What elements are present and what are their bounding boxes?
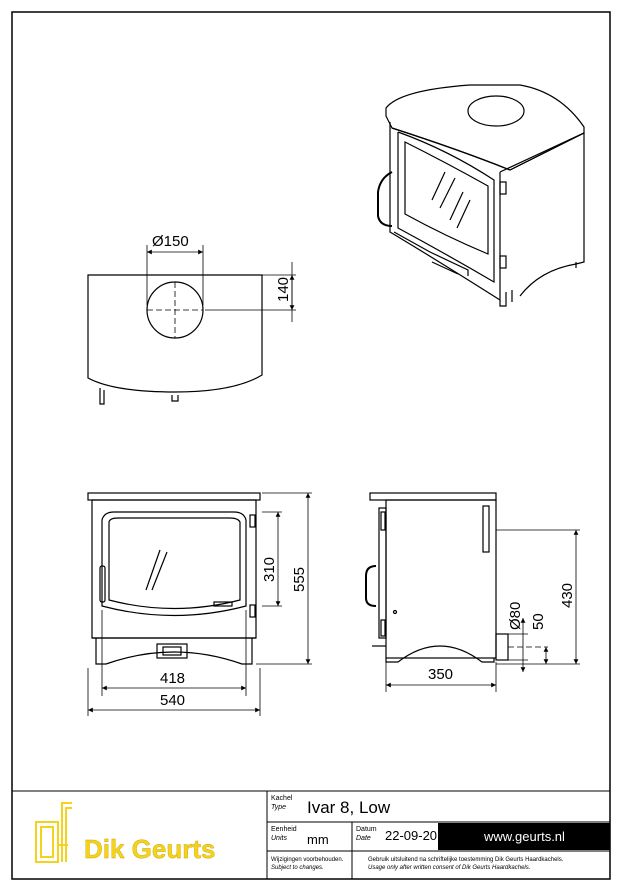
dim-door-height: 310: [261, 557, 278, 582]
brand-logo: [35, 802, 72, 863]
type-label-en: Type: [271, 804, 286, 811]
dim-door-width: 418: [160, 670, 185, 687]
drawing-frame: [11, 11, 611, 880]
units-label-en: Units: [271, 835, 287, 842]
front-view: [87, 492, 312, 716]
dim-overall-height: 555: [291, 567, 308, 592]
type-label-nl: Kachel: [271, 795, 293, 802]
changes-note-nl: Wijzigingen voorbehouden.: [271, 857, 344, 863]
type-value: Ivar 8, Low: [307, 798, 391, 817]
date-label-en: Date: [356, 835, 371, 842]
dim-rear-height: 430: [559, 583, 576, 608]
side-view: [365, 492, 580, 692]
dim-depth: 350: [428, 666, 453, 683]
dim-overall-width: 540: [160, 692, 185, 709]
isometric-view: [377, 84, 585, 307]
date-value: 22-09-20: [385, 828, 437, 843]
dim-flue-diameter: Ø150: [152, 233, 189, 250]
consent-note-nl: Gebruik uitsluitend na schriftelijke toe…: [368, 857, 564, 863]
changes-note-en: Subject to changes.: [271, 865, 324, 871]
dim-flue-offset: 140: [275, 277, 292, 302]
dim-rear-outlet-diameter: Ø80: [507, 602, 524, 630]
date-label-nl: Datum: [356, 826, 377, 833]
dim-rear-outlet-height: 50: [530, 613, 547, 630]
units-label-nl: Eenheid: [271, 826, 297, 833]
brand-name: Dik Geurts: [84, 834, 216, 864]
consent-note-en: Usage only after written consent of Dik …: [368, 865, 530, 871]
website-link[interactable]: www.geurts.nl: [483, 829, 565, 844]
units-value: mm: [307, 832, 329, 847]
title-block: [12, 790, 610, 879]
website-bar: [438, 823, 610, 850]
top-view: [87, 245, 296, 405]
